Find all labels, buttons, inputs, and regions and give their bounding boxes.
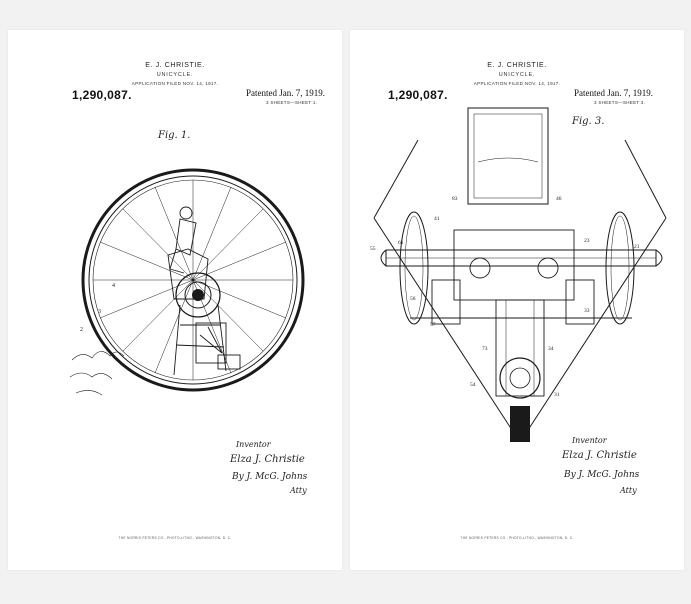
- inventor-name: E. J. CHRISTIE.: [487, 62, 547, 69]
- figure-label: Fig. 1.: [158, 130, 191, 141]
- svg-text:34: 34: [548, 346, 554, 352]
- inventor-heading: Inventor: [572, 436, 607, 445]
- svg-text:2: 2: [80, 327, 83, 333]
- svg-text:23: 23: [584, 238, 590, 244]
- attorney-signature: By J. McG. Johns: [564, 470, 640, 480]
- svg-text:21: 21: [634, 244, 640, 250]
- svg-text:61: 61: [398, 240, 404, 246]
- svg-text:54: 54: [470, 382, 476, 388]
- patent-sheet-1: E. J. CHRISTIE. UNICYCLE. APPLICATION FI…: [8, 30, 342, 570]
- patent-number: 1,290,087.: [388, 88, 448, 102]
- attorney-label: Atty: [620, 486, 637, 495]
- sheet-info: 3 SHEETS—SHEET 3.: [594, 100, 646, 105]
- unicycle-side-view-drawing: 4 3 2: [69, 168, 305, 396]
- inventor-name: E. J. CHRISTIE.: [145, 62, 205, 69]
- patent-sheet-3: E. J. CHRISTIE. UNICYCLE. APPLICATION FI…: [350, 30, 684, 570]
- patent-date: Patented Jan. 7, 1919.: [574, 88, 653, 98]
- inventor-signature: Elza J. Christie: [562, 450, 637, 461]
- figure-label: Fig. 3.: [572, 116, 605, 127]
- inventor-signature: Elza J. Christie: [230, 454, 305, 465]
- invention-title: UNICYCLE.: [498, 72, 536, 78]
- application-filed: APPLICATION FILED NOV. 14, 1917.: [131, 81, 219, 86]
- printer-footer: THE NORRIS PETERS CO., PHOTO-LITHO., WAS…: [118, 536, 232, 540]
- patent-number: 1,290,087.: [72, 88, 132, 102]
- svg-text:3: 3: [98, 309, 101, 315]
- svg-text:4: 4: [112, 283, 115, 289]
- svg-text:56: 56: [410, 296, 416, 302]
- attorney-signature: By J. McG. Johns: [232, 472, 308, 482]
- svg-text:33: 33: [584, 308, 590, 314]
- svg-text:73: 73: [482, 346, 488, 352]
- svg-text:41: 41: [434, 216, 440, 222]
- printer-footer: THE NORRIS PETERS CO., PHOTO-LITHO., WAS…: [460, 536, 574, 540]
- svg-text:46: 46: [556, 196, 562, 202]
- svg-text:55: 55: [370, 246, 376, 252]
- unicycle-top-view-drawing: 55 61 41 83 46 23 21 56 57 33 73 34 54 3…: [370, 107, 667, 442]
- inventor-heading: Inventor: [236, 440, 271, 449]
- patent-date: Patented Jan. 7, 1919.: [246, 88, 325, 98]
- svg-text:31: 31: [554, 392, 560, 398]
- svg-text:83: 83: [452, 196, 458, 202]
- application-filed: APPLICATION FILED NOV. 14, 1917.: [473, 81, 561, 86]
- sheet-info: 3 SHEETS—SHEET 1.: [266, 100, 318, 105]
- invention-title: UNICYCLE.: [156, 72, 194, 78]
- attorney-label: Atty: [290, 486, 307, 495]
- svg-text:57: 57: [430, 322, 436, 328]
